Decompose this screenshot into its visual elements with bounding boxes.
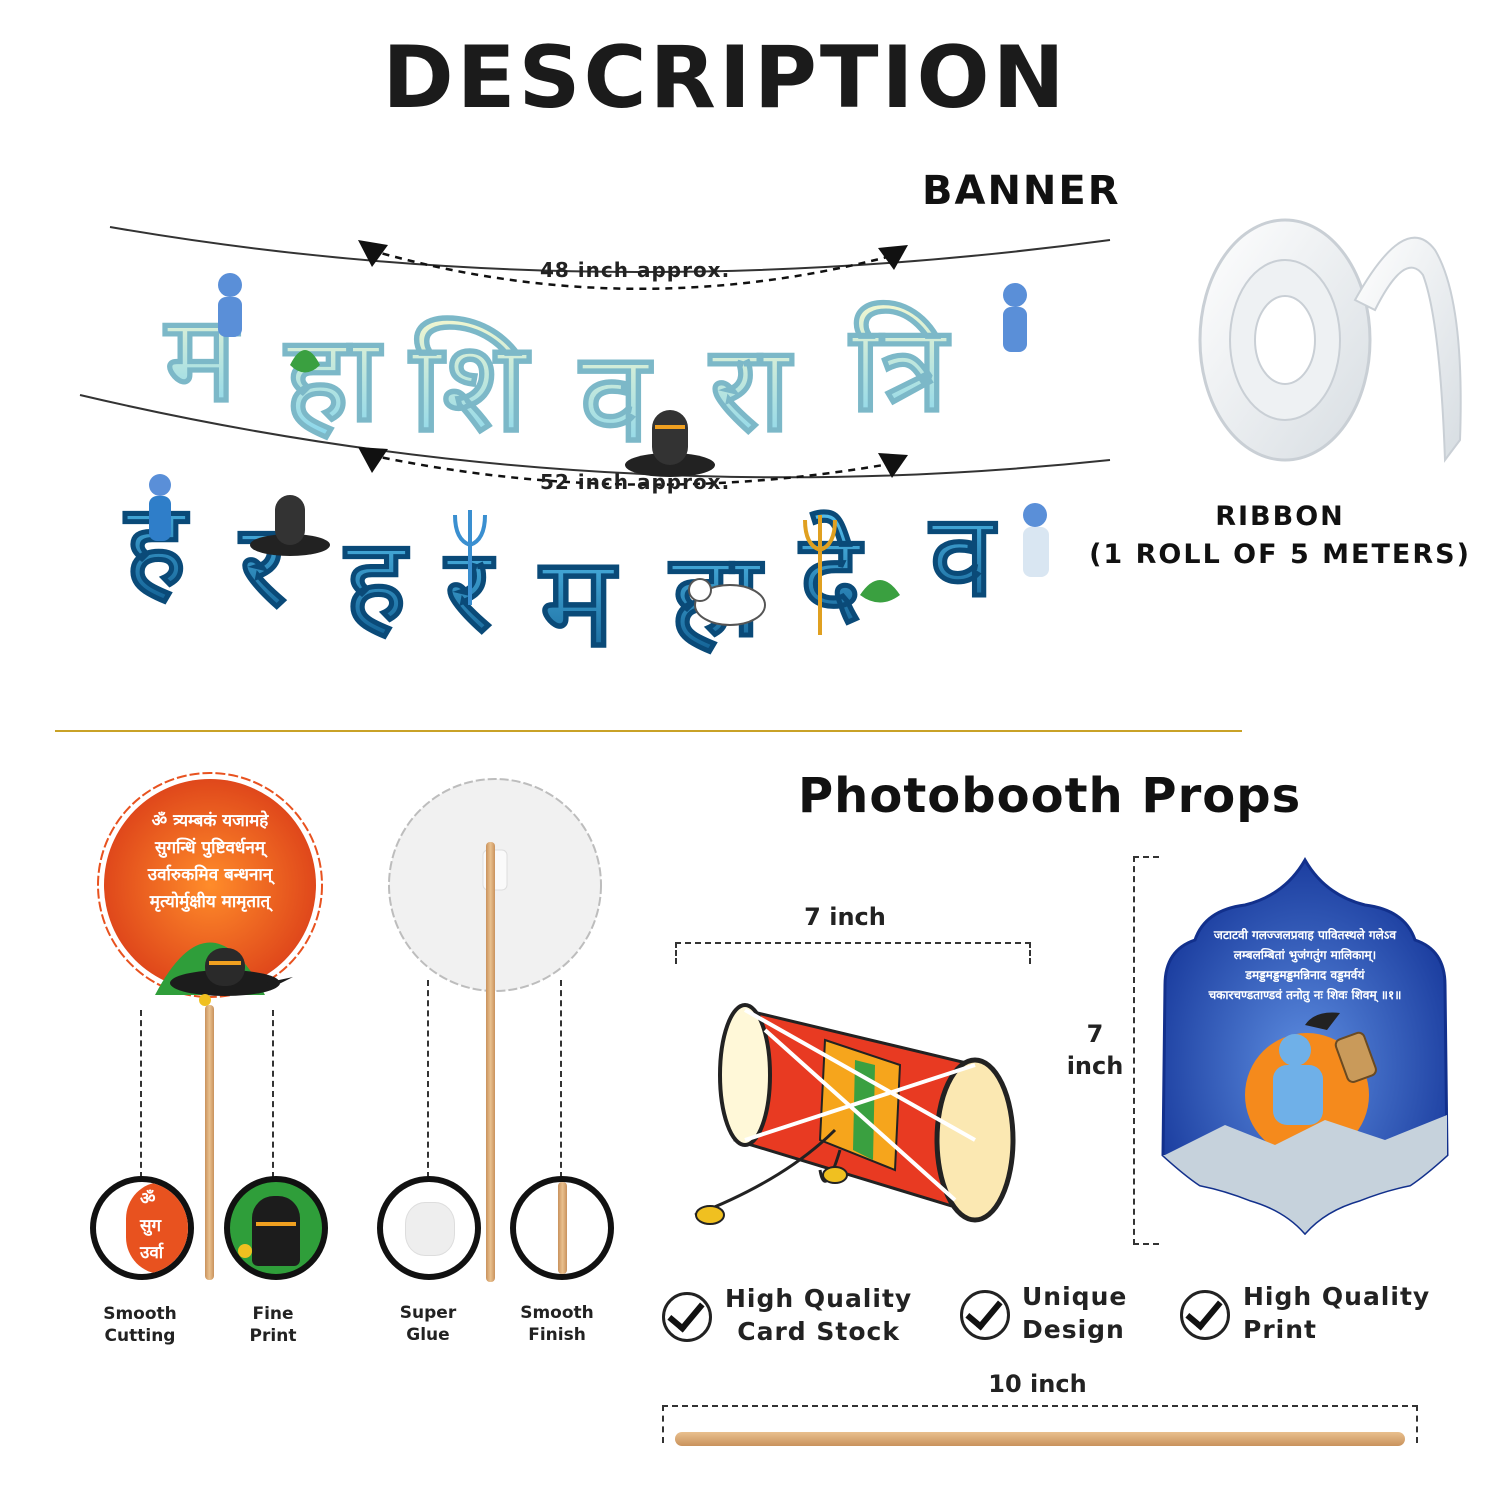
trident-icon [803,515,837,635]
ribbon-roll-icon [1198,218,1462,463]
stotra-line: लम्बलम्बितां भुजंगतुंग मालिकाम्। [1233,948,1377,962]
shivling-icon [170,948,293,1006]
frame-height-line: inch [1066,1052,1124,1080]
guide-line [427,980,429,1178]
banner-letter: दे [798,509,865,643]
leaf-icon [290,350,900,603]
zoom-text: उर्वा [140,1243,164,1263]
banner-heading: BANNER [922,168,1121,214]
feature-unique-design: Unique Design [1022,1280,1127,1346]
detail-label-line: Super [399,1303,457,1323]
checkmark-icon [1180,1290,1230,1340]
zoom-fine-print [224,1176,328,1280]
measure-arc-bottom [358,447,908,486]
banner-width-bottom: 52 inch approx. [540,470,731,494]
measure-arc-top [358,240,908,290]
damru-drum-icon [694,1003,1016,1225]
round-prop-text: ॐ त्र्यम्बकं यजामहे सुगन्धिं पुष्टिवर्धन… [120,808,300,916]
frame-height-guide [1133,856,1159,1245]
stick-length-label: 10 inch [988,1370,1087,1398]
banner-letter: व [928,489,998,623]
zoom-smooth-finish [510,1176,614,1280]
detail-label-line: Smooth [103,1304,177,1324]
ribbon-label-line2: (1 ROLL OF 5 METERS) [1089,539,1471,570]
zoom-super-glue [377,1176,481,1280]
nandi-bull-icon [688,578,766,626]
banner-letter: र [238,499,291,633]
damru-width-label: 7 inch [804,903,886,931]
prop-stick [486,842,495,1282]
banner-letter: ह [123,479,190,613]
trident-icon [453,510,487,605]
mantra-line: सुगन्धिं पुष्टिवर्धनम् [154,838,266,858]
feature-line: Design [1022,1315,1125,1344]
detail-label: Fine Print [218,1303,328,1347]
banner-letter: म [538,530,619,675]
props-heading: Photobooth Props [798,768,1302,824]
feature-line: Print [1243,1315,1317,1344]
banner-letter: ह [343,514,410,648]
stick-length-guide [662,1405,1418,1443]
prop-stick [205,1005,214,1280]
detail-label: Smooth Finish [502,1302,612,1346]
detail-label: Smooth Cutting [85,1303,195,1347]
damru-width-guide [675,942,1031,964]
round-mantra-prop [97,772,323,998]
guide-line [560,980,562,1178]
frame-height-line: 7 [1086,1020,1104,1048]
detail-label-line: Print [249,1326,297,1346]
stotra-line: डमड्डमड्डमड्डमन्निनाद वड्डमर्वयं [1245,968,1365,982]
feature-card-stock: High Quality Card Stock [725,1282,912,1348]
shivling-icon [625,410,715,477]
zoom-smooth-cutting: ॐ सुग उर्वा [90,1176,194,1280]
deity-figure-icon [149,273,1049,577]
section-divider [55,730,1242,732]
banner-letter: शि [408,315,531,460]
feature-line: Card Stock [737,1317,900,1346]
mantra-line: उर्वारुकमिव बन्धनान् [147,865,273,885]
banner-width-top: 48 inch approx. [540,258,731,282]
shiva-frame-prop [1161,856,1449,1235]
detail-label-line: Finish [528,1325,586,1345]
detail-label-line: Glue [406,1325,450,1345]
feature-line: High Quality [725,1284,913,1313]
mantra-line: मृत्योर्मुक्षीय मामृतात् [149,892,271,912]
frame-prop-text: जटाटवी गलज्जलप्रवाह पावितस्थले गलेऽव लम्… [1180,925,1430,1005]
guide-line [140,1010,142,1178]
banner-letter: रा [708,320,794,459]
zoom-text: ॐ [140,1189,156,1209]
detail-label: Super Glue [373,1302,483,1346]
stotra-line: चकारचण्डताण्डवं तनोतु नः शिवः शिवम् ॥१॥ [1208,988,1402,1002]
checkmark-icon [662,1292,712,1342]
banner-letter: हा [283,310,384,449]
ribbon-label: RIBBON (1 ROLL OF 5 METERS) [1070,498,1490,574]
shivling-icon [250,495,330,556]
frame-height-label: 7 inch [1060,1018,1130,1082]
banner-letter: व [578,325,654,470]
page-title: DESCRIPTION [382,28,1068,128]
zoom-text: सुग [140,1216,162,1236]
banner-illustration: म हा शि व रा त्रि ह र ह र म हा दे व [79,226,1111,676]
detail-label-line: Smooth [520,1303,594,1323]
detail-label-line: Cutting [104,1326,176,1346]
round-prop-back [388,778,602,992]
banner-letter: त्रि [848,300,951,439]
checkmark-icon [960,1290,1010,1340]
detail-label-line: Fine [252,1304,294,1324]
feature-line: High Quality [1243,1282,1431,1311]
feature-print: High Quality Print [1243,1280,1430,1346]
mantra-line: ॐ त्र्यम्बकं यजामहे [151,811,269,831]
stotra-line: जटाटवी गलज्जलप्रवाह पावितस्थले गलेऽव [1213,928,1397,942]
guide-line [272,1010,274,1178]
wooden-stick [675,1432,1405,1446]
ribbon-label-line1: RIBBON [1215,501,1345,532]
feature-line: Unique [1022,1282,1128,1311]
